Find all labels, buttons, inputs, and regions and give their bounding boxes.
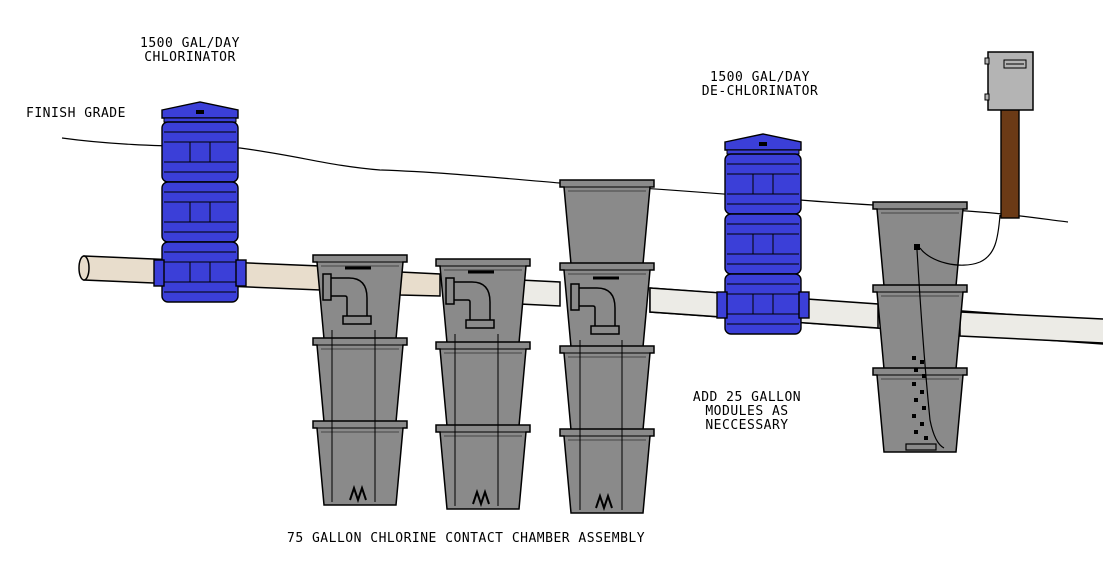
dechlorinator-label-line1: 1500 GAL/DAY (710, 70, 810, 85)
contact-chamber-2 (435, 258, 531, 510)
chlorinator-label-line2: CHLORINATOR (144, 50, 236, 65)
float-switch-dots (912, 356, 928, 440)
chlorinator-tank (153, 101, 247, 303)
control-panel (984, 51, 1034, 219)
dechlorinator-tank (716, 133, 810, 335)
chlorinator-label-line1: 1500 GAL/DAY (140, 36, 240, 51)
dechlorinator-label-line2: DE-CHLORINATOR (701, 84, 819, 99)
finish-grade-label: FINISH GRADE (26, 106, 126, 121)
modules-note-line3: NECCESSARY (705, 418, 789, 433)
contact-chamber-3 (559, 179, 655, 514)
modules-note-line1: ADD 25 GALLON (692, 390, 802, 405)
contact-chamber-1 (312, 254, 408, 506)
assembly-caption: 75 GALLON CHLORINE CONTACT CHAMBER ASSEM… (287, 531, 646, 546)
pump-tank (872, 201, 1001, 453)
modules-note-line2: MODULES AS (705, 404, 789, 419)
